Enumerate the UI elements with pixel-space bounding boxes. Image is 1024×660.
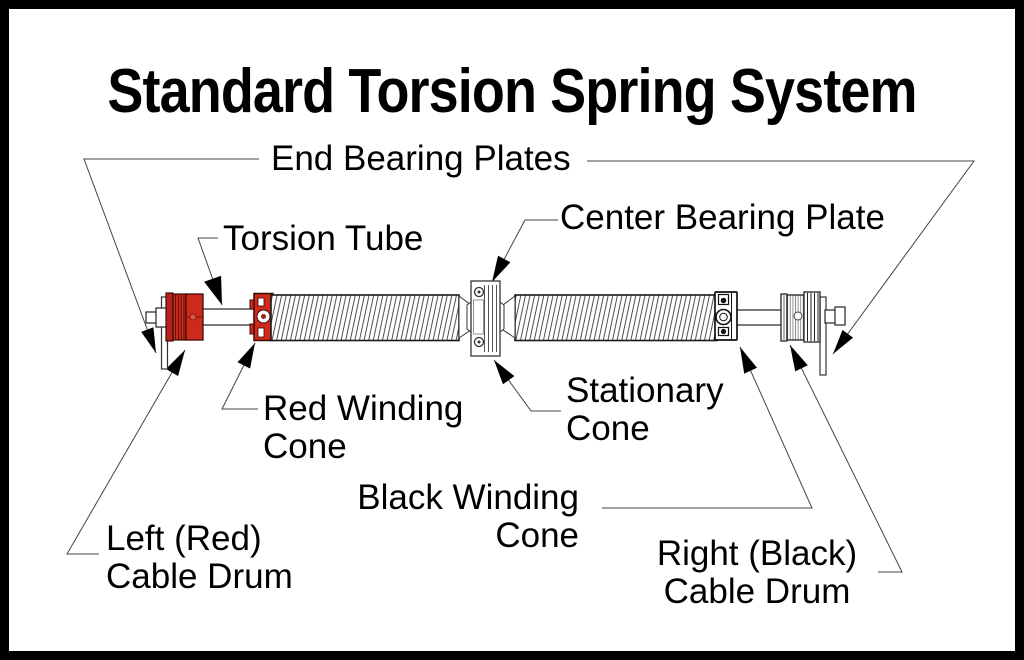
label-red-winding-cone: Red Winding Cone — [263, 389, 464, 467]
arrow-center-bearing-plate-icon — [492, 255, 511, 282]
label-stationary-cone: Stationary Cone — [566, 371, 724, 449]
label-stationary-cone-line1: Stationary — [566, 371, 724, 410]
label-red-winding-cone-line1: Red Winding — [263, 389, 464, 428]
center-bearing-plate-graphic — [470, 280, 501, 357]
label-right-cable-drum-line1: Right (Black) — [656, 534, 858, 573]
spring-right-graphic — [502, 294, 718, 342]
leader-left-cable-drum — [66, 349, 186, 555]
end-bearing-plate-right-graphic — [819, 296, 827, 376]
arrow-left-cable-drum-icon — [165, 350, 185, 376]
arrow-red-winding-cone-icon — [237, 343, 255, 369]
label-stationary-cone-line2: Cone — [566, 409, 650, 449]
label-left-cable-drum: Left (Red) Cable Drum — [106, 519, 293, 597]
arrow-torsion-tube-icon — [204, 275, 222, 305]
leader-right-cable-drum — [789, 344, 903, 573]
leader-end-bearing-left — [83, 158, 259, 354]
arrow-black-winding-cone-icon — [740, 347, 757, 374]
label-right-cable-drum: Right (Black) Cable Drum — [646, 534, 868, 612]
left-cable-drum-graphic — [165, 292, 204, 342]
label-torsion-tube: Torsion Tube — [223, 219, 424, 258]
leader-stationary-cone — [493, 359, 561, 412]
leader-center-bearing-plate — [491, 219, 558, 283]
label-center-bearing-plate-text: Center Bearing Plate — [560, 198, 885, 237]
right-cable-drum-graphic — [780, 291, 821, 343]
spring-left-graphic — [270, 294, 472, 342]
label-center-bearing-plate: Center Bearing Plate — [560, 198, 885, 237]
label-right-cable-drum-line2: Cable Drum — [663, 572, 851, 612]
arrow-end-bearing-right-icon — [833, 330, 854, 354]
label-left-cable-drum-line1: Left (Red) — [106, 519, 262, 558]
label-left-cable-drum-line2: Cable Drum — [106, 557, 293, 597]
torsion-spring-diagram — [66, 158, 975, 573]
leader-arrowheads — [141, 255, 854, 385]
leader-lines — [66, 158, 975, 573]
label-black-winding-cone-line2: Cone — [495, 516, 579, 556]
label-black-winding-cone: Black Winding Cone — [329, 478, 579, 556]
red-winding-cone-graphic — [249, 292, 274, 342]
label-torsion-tube-text: Torsion Tube — [223, 219, 424, 258]
torsion-tube-graphic — [145, 306, 846, 328]
label-end-bearing-plates: End Bearing Plates — [271, 139, 571, 178]
arrow-right-cable-drum-icon — [790, 345, 808, 372]
page-title: Standard Torsion Spring System — [107, 57, 917, 126]
leader-end-bearing-right — [587, 160, 975, 355]
label-end-bearing-plates-text: End Bearing Plates — [271, 139, 571, 178]
black-winding-cone-graphic — [714, 291, 738, 341]
arrow-end-bearing-left-icon — [141, 327, 156, 353]
leader-black-winding-cone — [602, 346, 813, 509]
arrow-stationary-cone-icon — [494, 360, 515, 385]
label-red-winding-cone-line2: Cone — [263, 427, 347, 467]
label-black-winding-cone-line1: Black Winding — [357, 478, 579, 517]
